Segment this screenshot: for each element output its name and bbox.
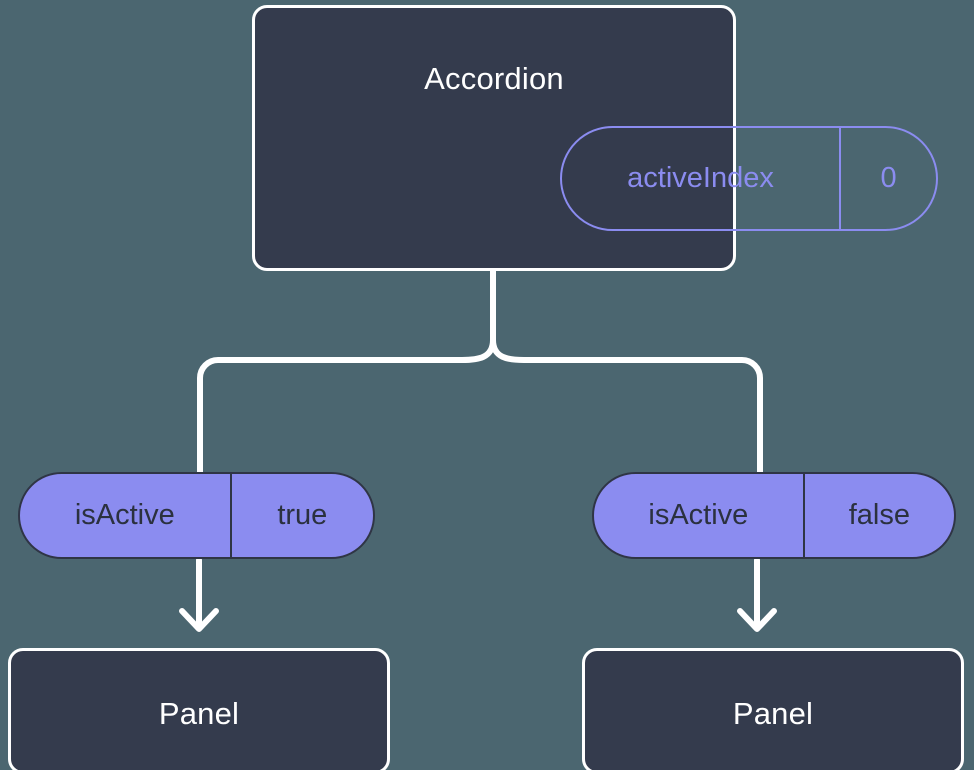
node-panel-left-label: Panel bbox=[158, 696, 240, 731]
wire-arrow-left-head bbox=[179, 608, 219, 632]
prop-badge-isactive-left-value: true bbox=[229, 474, 373, 557]
prop-badge-isactive-right[interactable]: isActive false bbox=[592, 472, 956, 559]
prop-badge-activeindex-value: 0 bbox=[839, 128, 936, 229]
prop-badge-isactive-left-key: isActive bbox=[74, 499, 175, 531]
wire-arrow-right-head bbox=[737, 608, 777, 632]
node-accordion[interactable]: Accordion activeIndex 0 bbox=[252, 5, 938, 271]
wire-branch-left bbox=[197, 337, 496, 475]
prop-badge-activeindex[interactable]: activeIndex 0 bbox=[560, 126, 938, 231]
prop-badge-isactive-right-value: false bbox=[802, 474, 954, 557]
node-panel-right-label: Panel bbox=[732, 696, 814, 731]
wire-branch-right bbox=[490, 337, 763, 475]
prop-badge-isactive-left[interactable]: isActive true bbox=[18, 472, 375, 559]
node-accordion-label: Accordion bbox=[424, 61, 564, 96]
node-panel-right[interactable]: Panel bbox=[582, 648, 964, 770]
prop-badge-activeindex-key: activeIndex bbox=[627, 162, 774, 194]
node-panel-left[interactable]: Panel bbox=[8, 648, 390, 770]
prop-badge-isactive-right-key: isActive bbox=[648, 499, 749, 531]
